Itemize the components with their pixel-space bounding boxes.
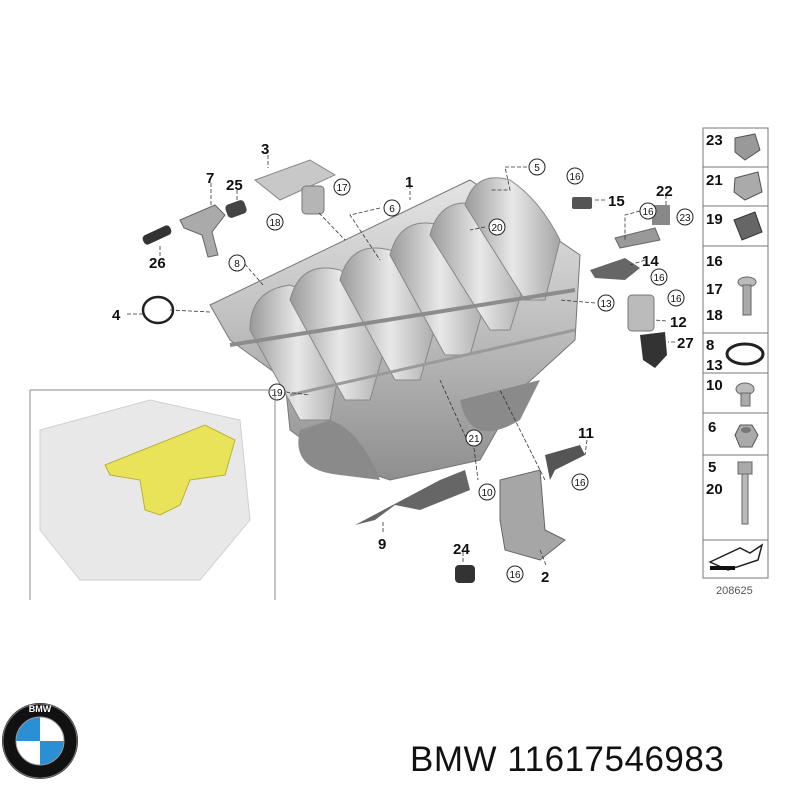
legend-label-21: 21 xyxy=(706,172,723,189)
legend-label-5: 5 xyxy=(708,459,716,476)
brand-name: BMW xyxy=(410,740,498,779)
hex-nut-icon xyxy=(734,424,759,448)
part-label-2: 2 xyxy=(541,569,549,586)
circled-callouts: 5 6 8 10 13 16 16 16 16 16 16 17 18 19 2… xyxy=(228,158,694,583)
part-label-26: 26 xyxy=(149,255,166,272)
svg-text:BMW: BMW xyxy=(29,704,52,714)
legend-label-8: 8 xyxy=(706,337,714,354)
callout-21: 21 xyxy=(468,434,480,445)
diagram-reference-number: 208625 xyxy=(716,585,753,597)
bmw-roundel-logo: BMW xyxy=(2,703,78,779)
callout-20: 20 xyxy=(491,223,503,234)
callout-5: 5 xyxy=(534,163,540,174)
legend-label-18: 18 xyxy=(706,307,723,324)
part-label-4: 4 xyxy=(112,307,121,324)
screw-icon xyxy=(737,276,757,316)
part-label-1: 1 xyxy=(405,174,413,191)
callout-19: 19 xyxy=(271,388,283,399)
direction-arrow-icon xyxy=(708,543,764,571)
legend-label-10: 10 xyxy=(706,377,723,394)
bolt-icon xyxy=(737,461,753,525)
part-label-7: 7 xyxy=(206,170,214,187)
legend-label-16: 16 xyxy=(706,253,723,270)
part-label-22: 22 xyxy=(656,183,673,200)
o-ring-icon xyxy=(725,342,765,366)
part-number: 11617546983 xyxy=(507,740,725,779)
legend-label-17: 17 xyxy=(706,281,723,298)
part-label-12: 12 xyxy=(670,314,687,331)
callout-16: 16 xyxy=(670,294,682,305)
part-labels: 1 2 3 4 7 9 11 12 14 15 22 24 25 26 27 xyxy=(112,141,694,586)
callout-16: 16 xyxy=(642,207,654,218)
part-label-25: 25 xyxy=(226,177,243,194)
callout-10: 10 xyxy=(481,488,493,499)
legend-label-6: 6 xyxy=(708,419,716,436)
callout-16: 16 xyxy=(653,273,665,284)
legend-label-19: 19 xyxy=(706,211,723,228)
hardware-legend: 23 21 19 16 17 18 8 13 10 6 5 20 208625 xyxy=(702,127,769,597)
clip-icon xyxy=(734,133,761,161)
legend-label-13: 13 xyxy=(706,357,723,374)
callout-8: 8 xyxy=(234,259,240,270)
clip-icon xyxy=(733,171,763,201)
short-screw-icon xyxy=(735,382,755,407)
part-label-27: 27 xyxy=(677,335,694,352)
part-label-3: 3 xyxy=(261,141,269,158)
callout-18: 18 xyxy=(269,218,281,229)
callout-16: 16 xyxy=(574,478,586,489)
callout-23: 23 xyxy=(679,213,691,224)
engine-location-inset xyxy=(29,389,276,600)
legend-label-23: 23 xyxy=(706,132,723,149)
callout-17: 17 xyxy=(336,183,348,194)
leader-lines xyxy=(127,155,675,566)
callout-6: 6 xyxy=(389,204,395,215)
part-label-9: 9 xyxy=(378,536,386,553)
part-label-11: 11 xyxy=(578,425,594,442)
clip-nut-icon xyxy=(733,211,763,241)
legend-label-20: 20 xyxy=(706,481,723,498)
intake-manifold xyxy=(209,177,581,481)
callout-13: 13 xyxy=(600,299,612,310)
small-parts xyxy=(141,159,670,583)
part-label-15: 15 xyxy=(608,193,625,210)
callout-16: 16 xyxy=(569,172,581,183)
callout-16: 16 xyxy=(509,570,521,581)
part-label-24: 24 xyxy=(453,541,470,558)
part-caption: BMW 11617546983 xyxy=(410,740,724,780)
part-label-14: 14 xyxy=(642,253,659,270)
